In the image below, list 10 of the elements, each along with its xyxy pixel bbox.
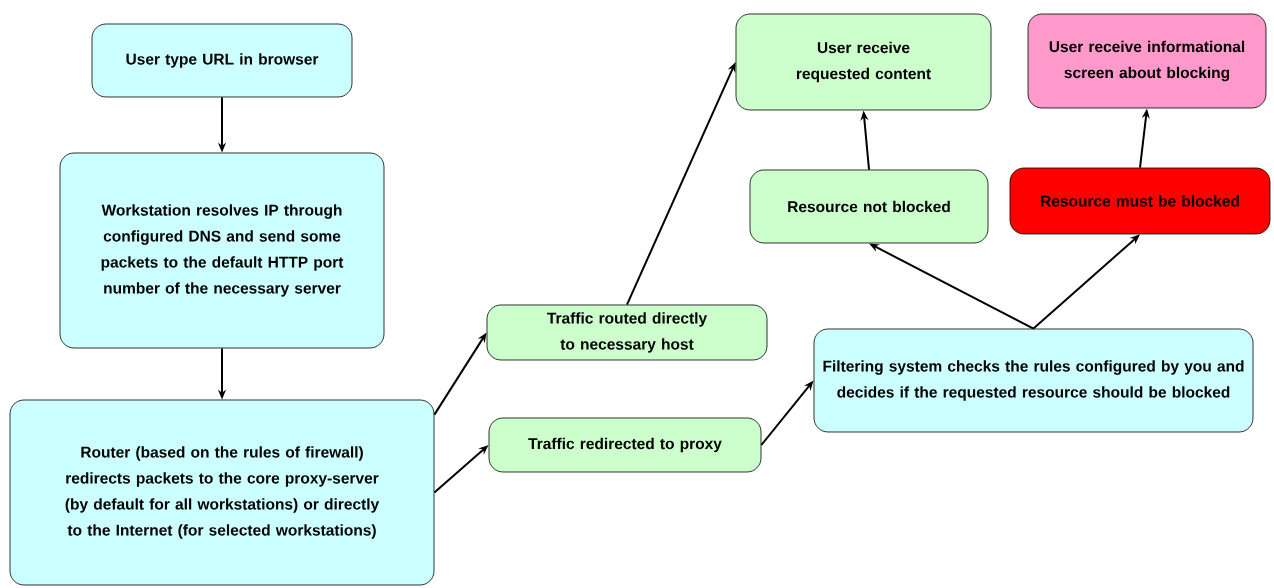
- process-box: Workstation resolves IP through configured DNS and send some packets to the default HTTP port number of the necessary server: [59, 152, 385, 349]
- process-box: Filtering system checks the rules configured by you and decides if the requested resource should be blocked: [813, 328, 1254, 433]
- process-box: User receive informational screen about blocking: [1027, 13, 1267, 109]
- process-box: Traffic routed directly to necessary host: [486, 304, 768, 361]
- process-box: User type URL in browser: [91, 23, 353, 98]
- process-box: Resource must be blocked: [1009, 167, 1271, 235]
- process-box: User receive requested content: [735, 13, 992, 111]
- process-box: Router (based on the rules of firewall) redirects packets to the core proxy-server (by default for all workstations) or directly to the Internet (for selected workstations): [9, 399, 435, 586]
- process-box: Traffic redirected to proxy: [488, 417, 762, 473]
- process-box: Resource not blocked: [749, 169, 989, 244]
